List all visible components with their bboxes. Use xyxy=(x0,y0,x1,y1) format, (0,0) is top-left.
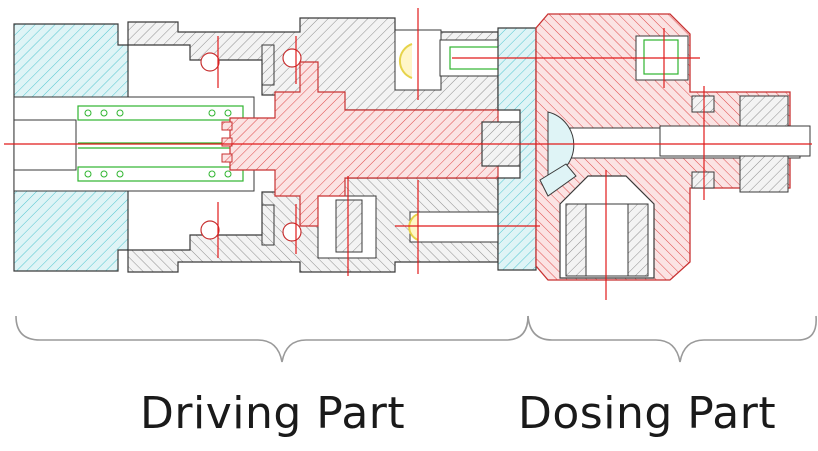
center-lines xyxy=(4,8,812,300)
green-shaft-lines xyxy=(77,105,244,182)
driving-part-label: Driving Part xyxy=(140,388,406,439)
dosing-o-rings xyxy=(691,95,715,189)
dosing-top-bolt xyxy=(643,39,679,75)
dosing-part-brace xyxy=(527,315,817,363)
shaft-small-circles xyxy=(84,109,232,178)
lower-bolt-head xyxy=(335,199,363,253)
dosing-part-label: Dosing Part xyxy=(518,388,777,439)
shaft-bore xyxy=(13,119,77,171)
bearing-races xyxy=(261,44,275,246)
inlet-channel xyxy=(539,163,577,197)
bottom-fitting-bore xyxy=(585,203,629,277)
driving-part-brace xyxy=(15,315,529,363)
nozzle-tip xyxy=(659,125,811,157)
dosing-part-assembly xyxy=(535,13,811,281)
spline-teeth xyxy=(221,121,233,163)
